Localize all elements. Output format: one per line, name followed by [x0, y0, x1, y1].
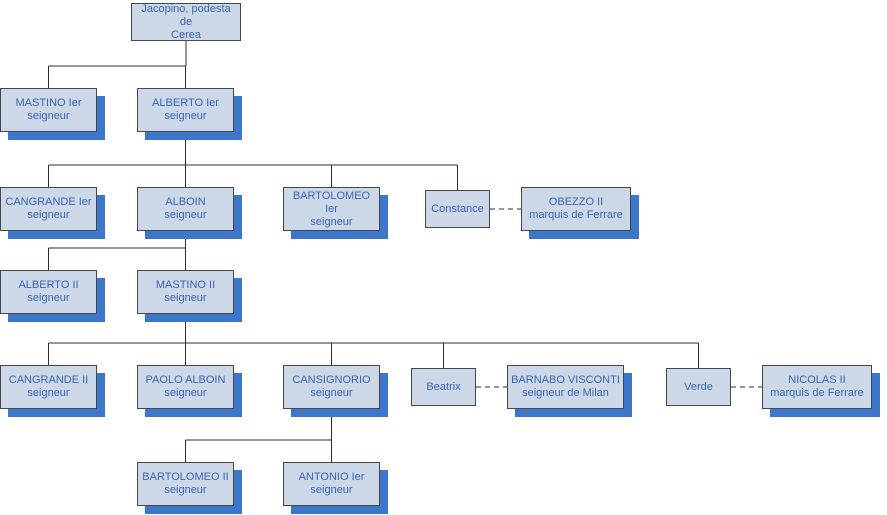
node-bartolomeo1[interactable]: BARTOLOMEO Ier seigneur: [283, 187, 380, 231]
node-label-barnabo: BARNABO VISCONTI seigneur de Milan: [511, 374, 620, 399]
node-antonio1[interactable]: ANTONIO Ier seigneur: [283, 462, 380, 506]
node-label-cansignorio: CANSIGNORIO seigneur: [292, 374, 371, 399]
node-label-bartolomeo1: BARTOLOMEO Ier seigneur: [292, 189, 371, 228]
node-cangrande1[interactable]: CANGRANDE Ier seigneur: [0, 187, 97, 231]
node-label-nicolas2: NICOLAS II marquis de Ferrare: [770, 374, 864, 399]
node-cangrande2[interactable]: CANGRANDE II seigneur: [0, 365, 97, 409]
node-label-beatrix: Beatrix: [426, 380, 461, 393]
node-beatrix[interactable]: Beatrix: [411, 368, 476, 406]
node-nicolas2[interactable]: NICOLAS II marquis de Ferrare: [762, 365, 872, 409]
node-cansignorio[interactable]: CANSIGNORIO seigneur: [283, 365, 380, 409]
node-label-obezzo2: OBEZZO II marquis de Ferrare: [529, 196, 623, 221]
node-mastino1[interactable]: MASTINO Ier seigneur: [0, 88, 97, 132]
node-label-alberto1: ALBERTO Ier seigneur: [152, 97, 219, 122]
node-bartolomeo2[interactable]: BARTOLOMEO II seigneur: [137, 462, 234, 506]
node-label-cangrande1: CANGRANDE Ier seigneur: [5, 196, 92, 221]
node-label-mastino2: MASTINO II seigneur: [155, 279, 216, 304]
node-label-mastino1: MASTINO Ier seigneur: [15, 97, 82, 122]
node-label-antonio1: ANTONIO Ier seigneur: [298, 471, 365, 496]
node-constance[interactable]: Constance: [425, 190, 490, 228]
node-label-alberto2: ALBERTO II seigneur: [18, 279, 79, 304]
node-verde[interactable]: Verde: [666, 368, 731, 406]
node-label-verde: Verde: [684, 380, 713, 393]
node-jacopino[interactable]: Jacopino, podesta de Cerea: [131, 3, 241, 41]
node-label-cangrande2: CANGRANDE II seigneur: [8, 374, 89, 399]
node-barnabo[interactable]: BARNABO VISCONTI seigneur de Milan: [507, 365, 624, 409]
node-label-constance: Constance: [431, 202, 484, 215]
node-label-bartolomeo2: BARTOLOMEO II seigneur: [142, 471, 229, 496]
node-alboin[interactable]: ALBOIN seigneur: [137, 187, 234, 231]
node-mastino2[interactable]: MASTINO II seigneur: [137, 270, 234, 314]
node-alberto1[interactable]: ALBERTO Ier seigneur: [137, 88, 234, 132]
node-label-jacopino: Jacopino, podesta de Cerea: [141, 2, 231, 41]
node-label-paoloalboin: PAOLO ALBOIN seigneur: [145, 374, 226, 399]
node-label-alboin: ALBOIN seigneur: [164, 196, 207, 221]
node-paoloalboin[interactable]: PAOLO ALBOIN seigneur: [137, 365, 234, 409]
node-obezzo2[interactable]: OBEZZO II marquis de Ferrare: [521, 187, 631, 231]
node-alberto2[interactable]: ALBERTO II seigneur: [0, 270, 97, 314]
